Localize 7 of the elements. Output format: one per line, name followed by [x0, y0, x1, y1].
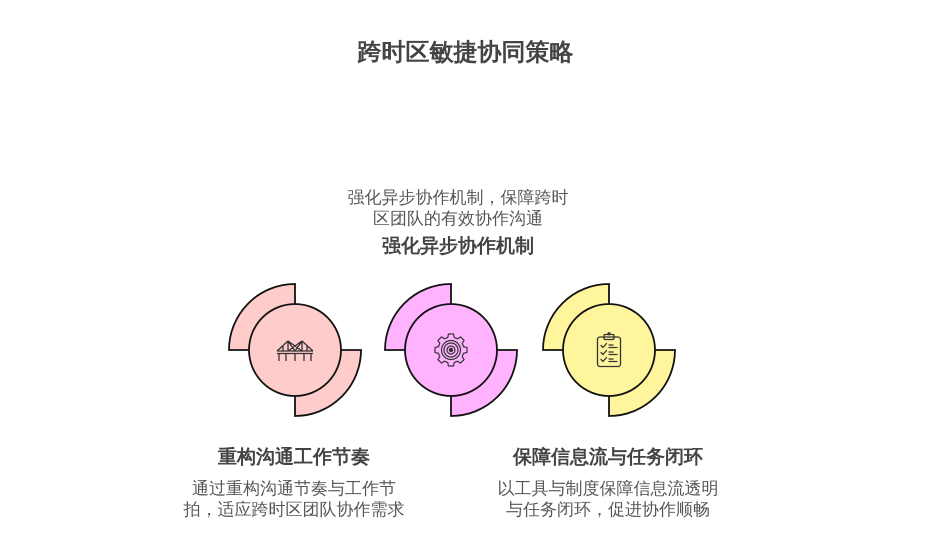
step-heading: 强化异步协作机制 [381, 234, 535, 258]
step-description: 以工具与制度保障信息流透明与任务闭环，促进协作顺畅 [496, 479, 720, 521]
step-heading: 重构沟通工作节奏 [217, 445, 371, 469]
diagram-title: 跨时区敏捷协同策略 [358, 37, 574, 68]
step-description: 通过重构沟通节奏与工作节拍，适应跨时区团队协作需求 [182, 479, 406, 521]
step-description: 强化异步协作机制，保障跨时区团队的有效协作沟通 [346, 188, 570, 230]
step-heading: 保障信息流与任务闭环 [512, 445, 704, 469]
